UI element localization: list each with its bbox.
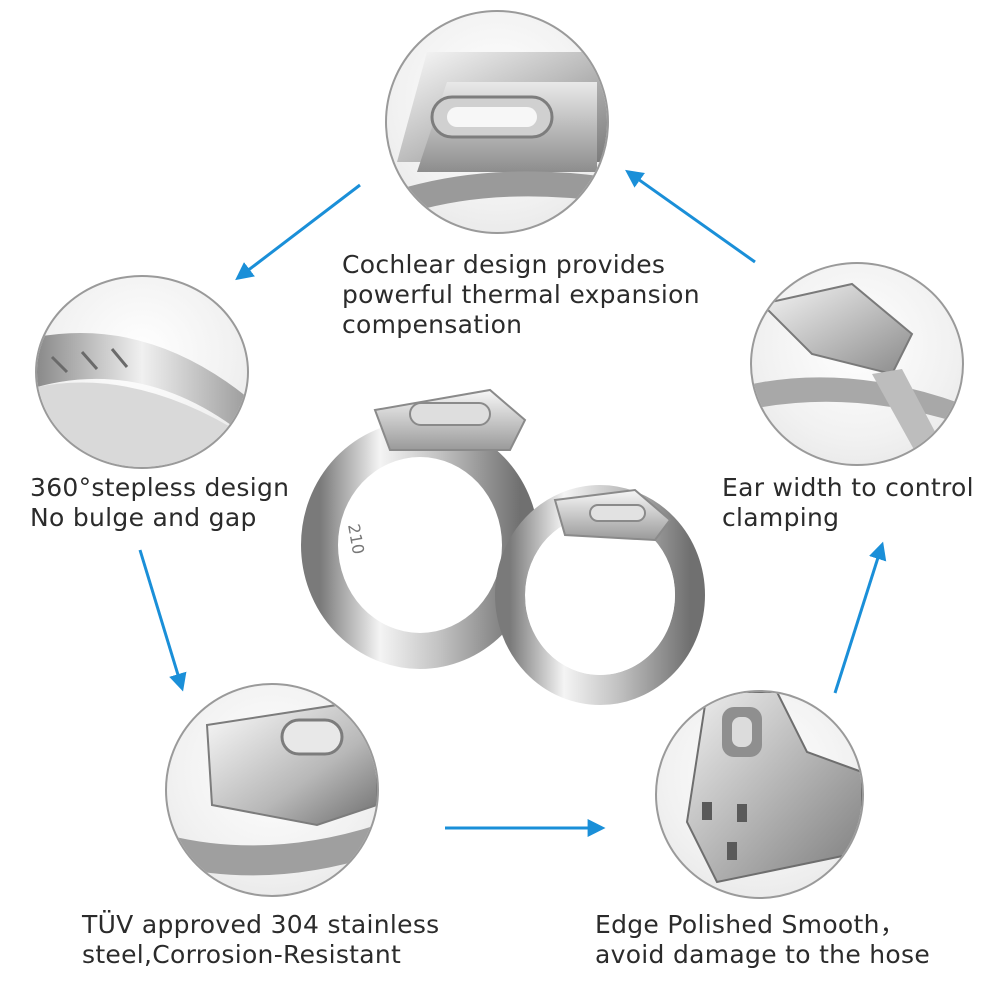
caption-stepless: 360°stepless design No bulge and gap	[30, 473, 289, 533]
detail-circle-stepless	[35, 275, 249, 469]
detail-circle-edge	[655, 690, 864, 899]
clamp-rings-illustration: 210	[301, 388, 705, 705]
detail-circle-ear-width	[750, 262, 964, 466]
arrow-icon	[833, 541, 887, 694]
caption-line: Ear width to control	[722, 473, 974, 502]
caption-line: Edge Polished Smooth，	[595, 910, 906, 939]
arrow-icon	[625, 169, 756, 264]
caption-line: TÜV approved 304 stainless	[82, 910, 440, 939]
caption-line: No bulge and gap	[30, 503, 257, 532]
caption-line: powerful thermal expansion	[342, 280, 700, 309]
stepless-band-illustration	[37, 333, 247, 467]
caption-stainless: TÜV approved 304 stainless steel,Corrosi…	[82, 910, 439, 970]
detail-circle-cochlear	[385, 10, 609, 234]
ear-width-illustration	[752, 282, 962, 464]
arrow-icon	[138, 549, 187, 692]
caption-line: steel,Corrosion-Resistant	[82, 940, 402, 969]
stainless-ear-illustration	[167, 703, 377, 876]
cochlear-ear-illustration	[397, 52, 607, 212]
caption-line: avoid damage to the hose	[595, 940, 930, 969]
caption-line: compensation	[342, 310, 523, 339]
caption-line: Cochlear design provides	[342, 250, 666, 279]
caption-ear-width: Ear width to control clamping	[722, 473, 974, 533]
edge-polished-illustration	[685, 692, 862, 884]
product-clamps: 210	[300, 375, 720, 705]
caption-line: 360°stepless design	[30, 473, 290, 502]
caption-edge: Edge Polished Smooth， avoid damage to th…	[595, 910, 930, 970]
detail-circle-stainless	[165, 683, 379, 897]
caption-cochlear: Cochlear design provides powerful therma…	[342, 250, 700, 340]
caption-line: clamping	[722, 503, 840, 532]
